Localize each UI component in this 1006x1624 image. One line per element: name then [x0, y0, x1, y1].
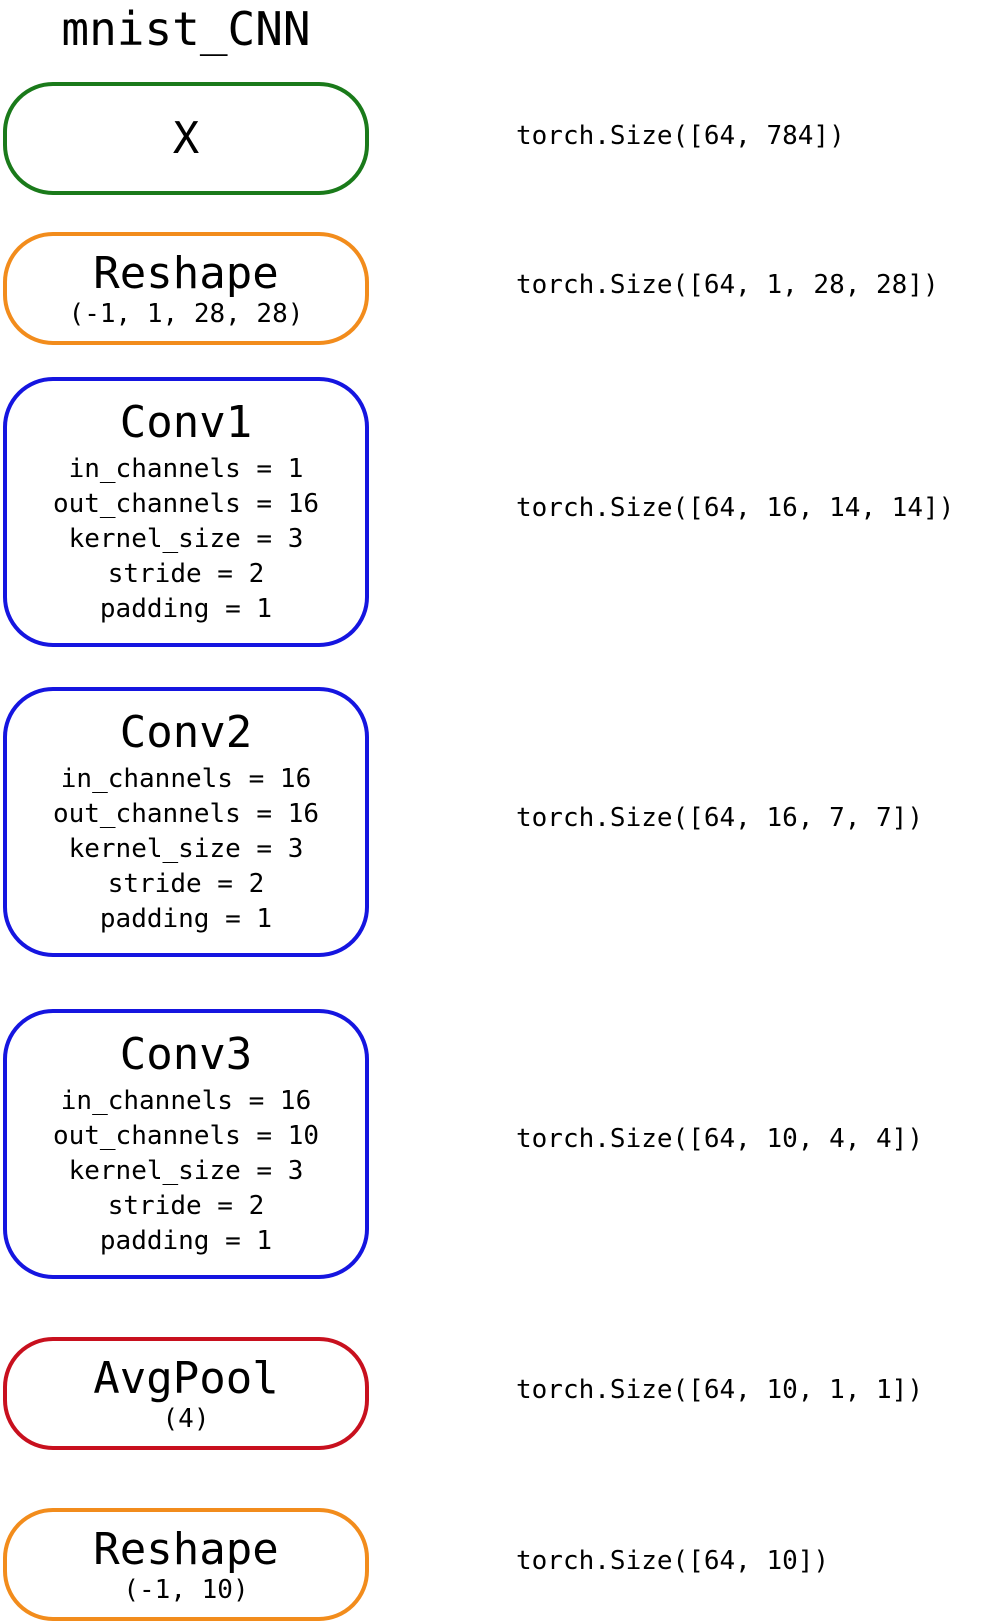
- node-params: in_channels = 1 out_channels = 16 kernel…: [53, 452, 319, 627]
- output-shape-label: torch.Size([64, 784]): [516, 121, 845, 151]
- param-padding: padding = 1: [99, 903, 273, 934]
- reshape-node: Reshape (-1, 10): [3, 1508, 369, 1621]
- node-args: (-1, 10): [123, 1574, 249, 1605]
- conv-node: Conv2 in_channels = 16 out_channels = 16…: [3, 687, 369, 957]
- reshape-node: Reshape (-1, 1, 28, 28): [3, 232, 369, 345]
- param-stride: stride = 2: [107, 868, 265, 899]
- output-shape-label: torch.Size([64, 10, 4, 4]): [516, 1124, 923, 1154]
- param-kernel-size: kernel_size = 3: [68, 523, 304, 554]
- param-out-channels: out_channels = 16: [52, 798, 320, 829]
- node-title: Reshape: [93, 1523, 279, 1575]
- node-args: (-1, 1, 28, 28): [68, 298, 304, 329]
- param-in-channels: in_channels = 16: [60, 763, 312, 794]
- conv-node: Conv1 in_channels = 1 out_channels = 16 …: [3, 377, 369, 647]
- param-stride: stride = 2: [107, 1190, 265, 1221]
- conv-node: Conv3 in_channels = 16 out_channels = 10…: [3, 1009, 369, 1279]
- output-shape-label: torch.Size([64, 16, 7, 7]): [516, 803, 923, 833]
- param-out-channels: out_channels = 16: [52, 488, 320, 519]
- node-title: Reshape: [93, 247, 279, 299]
- param-padding: padding = 1: [99, 593, 273, 624]
- node-title: AvgPool: [93, 1352, 279, 1404]
- avgpool-node: AvgPool (4): [3, 1337, 369, 1450]
- input-node: X: [3, 82, 369, 195]
- node-params: in_channels = 16 out_channels = 10 kerne…: [53, 1084, 319, 1259]
- node-title: Conv1: [119, 396, 253, 448]
- param-in-channels: in_channels = 16: [60, 1085, 312, 1116]
- output-shape-label: torch.Size([64, 16, 14, 14]): [516, 493, 955, 523]
- param-in-channels: in_channels = 1: [68, 453, 304, 484]
- param-kernel-size: kernel_size = 3: [68, 833, 304, 864]
- param-padding: padding = 1: [99, 1225, 273, 1256]
- node-args: (4): [162, 1403, 210, 1434]
- output-shape-label: torch.Size([64, 1, 28, 28]): [516, 270, 939, 300]
- output-shape-label: torch.Size([64, 10, 1, 1]): [516, 1375, 923, 1405]
- param-stride: stride = 2: [107, 558, 265, 589]
- node-title: Conv2: [119, 706, 253, 758]
- param-out-channels: out_channels = 10: [52, 1120, 320, 1151]
- node-title: Conv3: [119, 1028, 253, 1080]
- node-params: in_channels = 16 out_channels = 16 kerne…: [53, 762, 319, 937]
- diagram-title: mnist_CNN: [61, 2, 311, 56]
- output-shape-label: torch.Size([64, 10]): [516, 1546, 830, 1576]
- param-kernel-size: kernel_size = 3: [68, 1155, 304, 1186]
- node-title: X: [172, 112, 200, 164]
